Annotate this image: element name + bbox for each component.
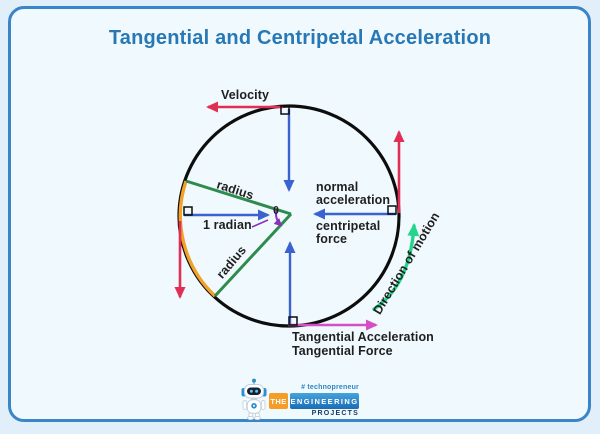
direction-of-motion-arrow — [372, 223, 420, 311]
one-radian-label: 1 radian — [203, 218, 252, 232]
angle-arc-icon — [273, 209, 283, 227]
page-title: Tangential and Centripetal Acceleration — [108, 27, 492, 49]
brand-logo: # technopreneur THE ENGINEERING PROJECTS — [238, 378, 360, 420]
tangential-force-label: Tangential Force — [292, 344, 393, 358]
radius-line-upper — [185, 179, 292, 216]
brand-hashtag: # technopreneur — [301, 384, 359, 391]
arc-one-radian — [178, 180, 217, 298]
tangential-acceleration-label: Tangential Acceleration — [292, 330, 434, 344]
centripetal-force-label: centripetal force — [316, 219, 381, 247]
brand-word-the: THE — [269, 393, 288, 409]
right-angle-marker-icon — [288, 316, 298, 326]
right-angle-marker-icon — [280, 105, 290, 115]
normal-acceleration-label: normal acceleration — [316, 180, 391, 208]
brand-word-projects: PROJECTS — [311, 410, 359, 417]
robot-mascot-icon — [241, 378, 267, 420]
one-radian-pointer-line — [251, 219, 269, 228]
brand-word-engineering: ENGINEERING — [290, 393, 359, 409]
right-angle-marker-icon — [183, 206, 193, 216]
velocity-label: Velocity — [221, 88, 270, 102]
diagram-card — [8, 6, 591, 422]
right-angle-marker-icon — [387, 205, 397, 215]
theta-symbol: θ — [273, 205, 280, 217]
radius-line-lower — [213, 212, 293, 298]
brand-wordmark: THE ENGINEERING — [269, 393, 359, 409]
brand-text: # technopreneur THE ENGINEERING PROJECTS — [269, 383, 359, 417]
